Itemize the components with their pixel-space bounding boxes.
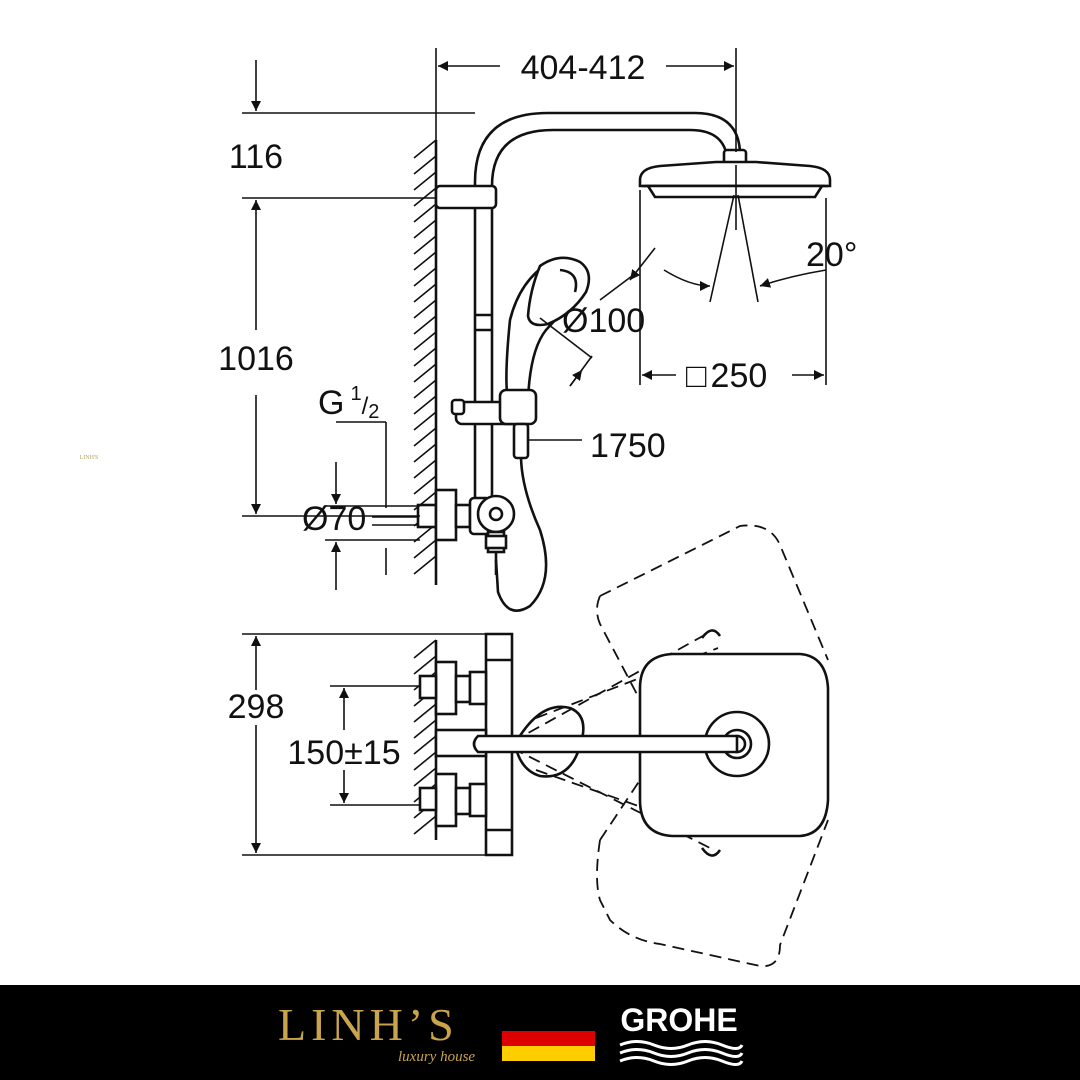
wall-hatch-line bbox=[413, 203, 437, 223]
dim-top-offset: 116 bbox=[229, 138, 283, 176]
hand-shower bbox=[494, 256, 591, 612]
wall-hatch-line bbox=[413, 427, 437, 447]
flag-stripe-red bbox=[502, 1031, 595, 1046]
dim-hose-length: 1750 bbox=[590, 427, 666, 465]
dim-inlet-diameter: Ø70 bbox=[302, 500, 366, 538]
dim-head-size: □250 bbox=[686, 357, 767, 395]
wall-hatch-line bbox=[413, 315, 437, 335]
dimension-lines-top bbox=[242, 633, 486, 856]
wall-hatch-line bbox=[413, 331, 437, 351]
wall-hatch-line bbox=[413, 267, 437, 287]
thermostat-mixer-front bbox=[416, 488, 516, 575]
wall-hatch-line bbox=[413, 283, 437, 303]
dim-mixer-width: 298 bbox=[228, 688, 285, 726]
wall-hatch-line bbox=[413, 459, 437, 479]
wall-hatch-line bbox=[413, 767, 437, 787]
dim-inlet-spacing: 150±15 bbox=[287, 734, 400, 772]
wall-hatch-line bbox=[413, 251, 437, 271]
dimension-lines-front bbox=[242, 48, 827, 590]
wall-hatch-line bbox=[413, 187, 437, 207]
wall-hatch-line bbox=[413, 555, 437, 575]
dim-rail-height: 1016 bbox=[218, 340, 294, 378]
shower-arm-top bbox=[472, 734, 739, 754]
wall-hatch-line bbox=[413, 639, 437, 659]
head-shower bbox=[638, 148, 832, 199]
brand-tagline: luxury house bbox=[398, 1049, 476, 1065]
dim-arm-reach: 404-412 bbox=[521, 49, 646, 87]
wall-hatch-line bbox=[413, 139, 437, 159]
grohe-logo: GROHE bbox=[612, 1004, 746, 1074]
dim-hand-shower-diameter: Ø100 bbox=[562, 302, 645, 340]
wall-hatch-line bbox=[413, 299, 437, 319]
dim-tilt-angle: 20° bbox=[806, 236, 857, 274]
germany-flag-icon bbox=[502, 1016, 595, 1061]
wall-hatch-line bbox=[413, 155, 437, 175]
wall-hatch-line bbox=[413, 751, 437, 771]
wall-hatch-line bbox=[413, 235, 437, 255]
wall-hatch-line bbox=[413, 171, 437, 191]
brand-name: LINH’S bbox=[278, 999, 459, 1050]
grohe-waves-icon bbox=[619, 1040, 744, 1066]
wall-hatch-line bbox=[413, 655, 437, 675]
wall-hatch-line bbox=[413, 735, 437, 755]
wall-hatch-line bbox=[413, 703, 437, 723]
wall-hatch-line bbox=[413, 347, 437, 367]
flag-stripe-black bbox=[502, 1016, 595, 1031]
grohe-wordmark: GROHE bbox=[620, 1002, 738, 1038]
wall-hatch-line bbox=[413, 539, 437, 559]
wall-hatch-line bbox=[413, 363, 437, 383]
wall-hatch-line bbox=[413, 815, 437, 835]
wall-hatch-line bbox=[413, 411, 437, 431]
flag-stripe-gold bbox=[502, 1046, 595, 1061]
wall-hatch-line bbox=[413, 719, 437, 739]
wall-hatch-line bbox=[413, 219, 437, 239]
wall-hatch-line bbox=[413, 395, 437, 415]
side-watermark: LINH'S bbox=[79, 455, 99, 461]
wall-hatch-line bbox=[413, 475, 437, 495]
wall-hatch-line bbox=[413, 443, 437, 463]
wall-hatch-line bbox=[413, 379, 437, 399]
